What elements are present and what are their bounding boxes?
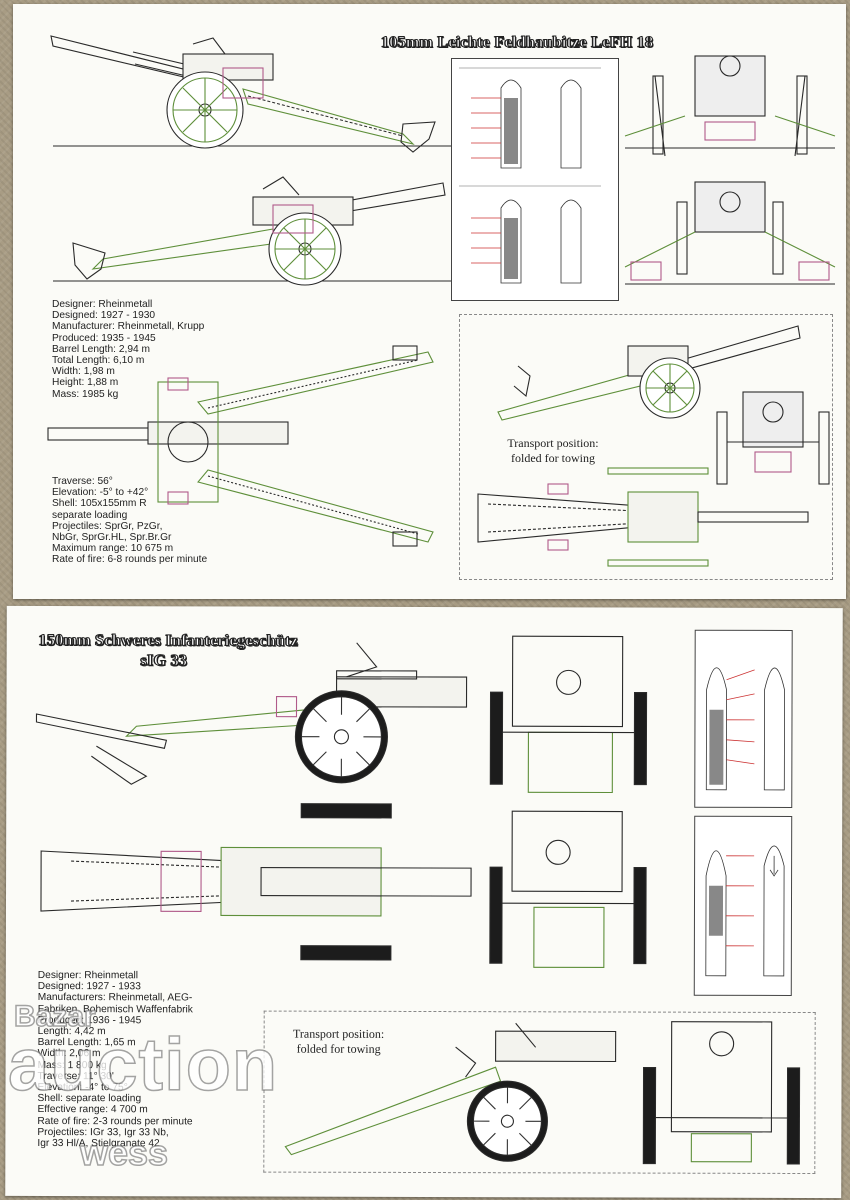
spec-line: separate loading: [52, 509, 128, 521]
spec-line: Length: 4,42 m: [37, 1026, 106, 1038]
spec-line: Width: 2,06 m: [37, 1048, 101, 1060]
spec-line: Mass: 1985 kg: [52, 388, 119, 400]
blueprint-sheet-sig33: 150mm Schweres Infanteriegeschütz sIG 33: [5, 605, 843, 1199]
spec-line: Mass: 1 800 kg: [37, 1059, 107, 1071]
spec-line: Height: 1,88 m: [52, 377, 119, 389]
top-view-drawing: [47, 345, 434, 547]
front-view-drawing: [624, 55, 836, 157]
spec-line: Designed: 1927 - 1930: [52, 310, 156, 322]
spec-line: Shell: separate loading: [37, 1093, 142, 1105]
spec-line: Igr 33 Hl/A, Stielgranate 42: [37, 1138, 160, 1150]
spec-line: Traverse: 56°: [52, 476, 113, 487]
rear-view-drawing: [624, 181, 836, 285]
ammunition-diagram-2: [693, 815, 793, 996]
spec-list-secondary: Traverse: 56° Elevation: -5° to +42° She…: [52, 476, 207, 566]
transport-top-drawing: [477, 467, 809, 567]
spec-line: Traverse: 11° 30': [37, 1070, 114, 1083]
side-view-drawing-2: [53, 176, 453, 286]
transport-front-drawing: [642, 1021, 801, 1165]
side-view-drawing: [35, 642, 468, 785]
spec-line: Effective range: 4 700 m: [37, 1104, 148, 1116]
spec-line: Maximum range: 10 675 m: [52, 543, 174, 555]
spec-list-primary: Designer: Rheinmetall Designed: 1927 - 1…: [52, 299, 204, 400]
spec-line: Produced: 1936 - 1945: [37, 1014, 142, 1027]
sheet-title: 105mm Leichte Feldhaubitze LeFH 18: [380, 34, 654, 52]
spec-line: Elevation: -5° to +42°: [52, 487, 149, 499]
transport-caption: Transport position: folded for towing: [493, 436, 613, 466]
spec-line: Elevation: -4° to 75°: [37, 1082, 128, 1094]
spec-line: Shell: 105x155mm R: [52, 498, 147, 510]
spec-line: Width: 1,98 m: [52, 366, 115, 378]
spec-line: Total Length: 6,10 m: [52, 355, 145, 367]
ammunition-diagram: [694, 629, 793, 808]
transport-front-drawing: [716, 391, 830, 485]
spec-line: Projectiles: IGr 33, Igr 33 Nb,: [37, 1126, 169, 1139]
spec-line: Manufacturer: Rheinmetall, Krupp: [52, 321, 205, 333]
side-view-drawing: [50, 35, 453, 153]
front-view-drawing: [489, 635, 648, 794]
transport-side-drawing: [497, 325, 801, 421]
ammunition-diagram: [451, 58, 619, 301]
blueprint-sheet-lefh18: 105mm Leichte Feldhaubitze LeFH 18: [13, 4, 846, 599]
spec-line: Designer: Rheinmetall: [52, 299, 153, 310]
spec-line: Barrel Length: 2,94 m: [52, 343, 150, 355]
spec-list: Designer: Rheinmetall Designed: 1927 - 1…: [37, 970, 193, 1150]
spec-line: Barrel Length: 1,65 m: [37, 1037, 136, 1049]
spec-line: Fabriken, Bohemisch Waffenfabrik: [37, 1003, 193, 1016]
spec-line: Rate of fire: 6-8 rounds per minute: [52, 554, 208, 566]
transport-side-drawing: [284, 1022, 617, 1162]
rear-view-drawing: [489, 810, 647, 969]
caption-line: Transport position:: [507, 436, 599, 450]
spec-line: Rate of fire: 2-3 rounds per minute: [37, 1115, 193, 1128]
transport-panel: [459, 314, 833, 580]
spec-line: Produced: 1935 - 1945: [52, 332, 156, 344]
spec-line: Designed: 1927 - 1933: [37, 981, 141, 993]
spec-line: NbGr, SprGr.HL, Spr.Br.Gr: [52, 532, 172, 544]
caption-line: folded for towing: [511, 451, 595, 465]
spec-line: Designer: Rheinmetall: [37, 969, 139, 982]
spec-line: Projectiles: SprGr, PzGr,: [52, 520, 163, 532]
top-view-drawing: [40, 803, 472, 961]
spec-line: Manufacturers: Rheinmetall, AEG-: [37, 992, 193, 1004]
